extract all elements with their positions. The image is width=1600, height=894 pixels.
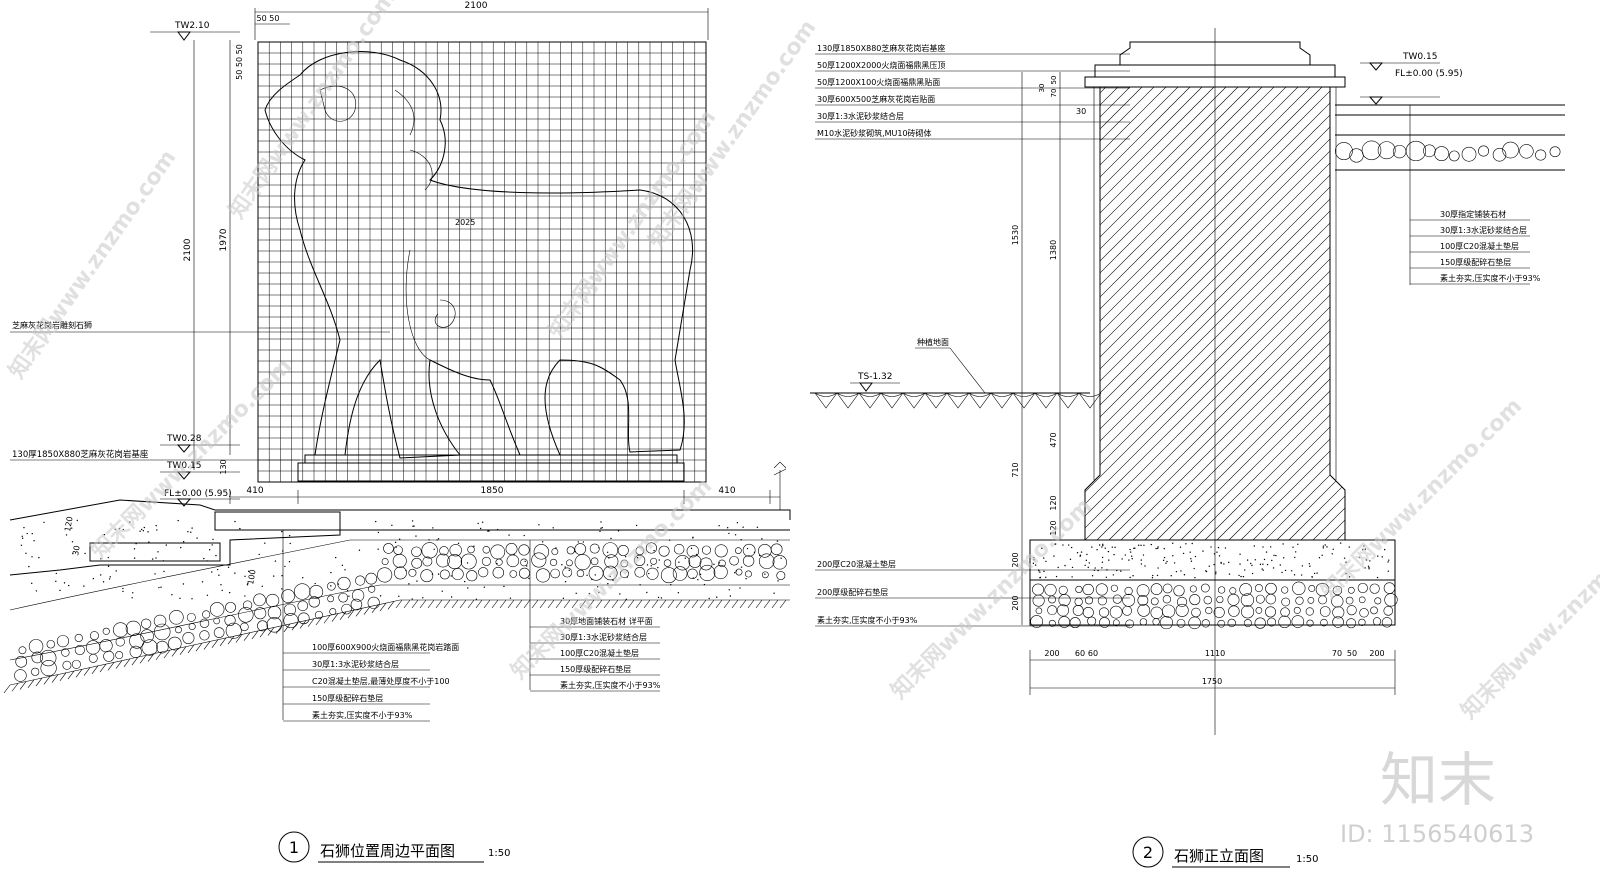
- concrete-specks-right: [1032, 542, 1390, 579]
- title-2: 2 石狮正立面图 1:50: [1132, 836, 1318, 868]
- planting-ground-hatch: [814, 392, 1102, 409]
- dim-v-200b: 200: [1011, 595, 1020, 610]
- label-planting: 种植地面: [917, 337, 949, 347]
- right-elevation-drawing: 130厚1850X880芝麻灰花岗岩基座 50厚1200X2000火烧面福鼎黑压顶…: [810, 28, 1565, 735]
- level-fl-left: FL±0.00 (5.95): [164, 489, 232, 499]
- dim-b-410-right: 410: [718, 486, 735, 496]
- dim-b-1750: 1750: [1202, 677, 1222, 686]
- dim-v-50: 50: [1050, 76, 1058, 85]
- note-notes-right-bottom-1: 200厚级配碎石垫层: [817, 587, 888, 597]
- watermark-text: 知末网www.znzmo.com: [1316, 393, 1527, 604]
- note-notes-right-top-4: 30厚1:3水泥砂浆结合层: [817, 111, 904, 121]
- note-notes-right-side-0: 30厚指定铺装石材: [1440, 209, 1506, 219]
- label-base: 130厚1850X880芝麻灰花岗岩基座: [12, 449, 149, 460]
- level-fl-right: FL±0.00 (5.95): [1395, 69, 1463, 79]
- level-tw028: TW0.28: [166, 434, 202, 444]
- note-notes-left-b-4: 素土夯实,压实度不小于93%: [560, 680, 661, 690]
- dim-b-50: 50: [1347, 649, 1357, 658]
- gravel-layer-right-top: [1334, 140, 1561, 163]
- notes-left-b: 30厚地面铺装石材 详平面 30厚1:3水泥砂浆结合层 100厚C20混凝土垫层 15…: [530, 616, 661, 692]
- dim-v-710: 710: [1011, 462, 1020, 477]
- dim-v-120a: 120: [1049, 495, 1058, 510]
- brand-logo: 知末: [1380, 746, 1496, 814]
- level-tw210: TW2.10: [174, 21, 210, 31]
- watermark-text: 知末网www.znzmo.com: [644, 15, 822, 253]
- note-notes-right-side-4: 素土夯实,压实度不小于93%: [1440, 273, 1541, 283]
- dim-h-30: 30: [1076, 107, 1086, 116]
- title-1-scale: 1:50: [488, 848, 510, 859]
- title-1: 1 石狮位置周边平面图 1:50: [278, 831, 510, 863]
- note-notes-right-side-2: 100厚C20混凝土垫层: [1440, 241, 1519, 251]
- watermark-text: 知末网www.znzmo.com: [4, 145, 182, 383]
- note-notes-left-a-1: 30厚1:3水泥砂浆结合层: [312, 659, 399, 669]
- earth-hatch-left: [3, 599, 787, 694]
- title-2-text: 石狮正立面图: [1174, 847, 1264, 865]
- note-notes-right-bottom-2: 素土夯实,压实度不小于93%: [817, 615, 918, 625]
- note-notes-right-side-1: 30厚1:3水泥砂浆结合层: [1440, 225, 1527, 235]
- brand-id: ID: 1156540613: [1340, 820, 1534, 848]
- dim-v-470: 470: [1049, 432, 1058, 447]
- dim-b-70: 70: [1332, 649, 1342, 658]
- dim-v-1530: 1530: [1011, 225, 1020, 245]
- note-notes-right-top-2: 50厚1200X100火烧面福鼎黑贴面: [817, 77, 940, 87]
- gravel-layer-right: [1030, 581, 1398, 630]
- dim-v-1380: 1380: [1049, 240, 1058, 260]
- dim-s-30: 30: [71, 545, 82, 557]
- dim-s-100: 100: [246, 569, 258, 586]
- dim-s-120: 120: [63, 516, 75, 533]
- note-notes-left-a-3: 150厚级配碎石垫层: [312, 693, 383, 703]
- note-notes-right-top-0: 130厚1850X880芝麻灰花岗岩基座: [817, 43, 945, 53]
- note-notes-right-top-3: 30厚600X500芝麻灰花岗岩贴面: [817, 94, 935, 104]
- dim-top-2100: 2100: [465, 1, 488, 11]
- dim-inner-2025: 2025: [455, 218, 475, 227]
- dim-b-1110: 1110: [1205, 649, 1225, 658]
- notes-right-top: 130厚1850X880芝麻灰花岗岩基座 50厚1200X2000火烧面福鼎黑压顶…: [815, 43, 1130, 140]
- notes-right-side: 30厚指定铺装石材 30厚1:3水泥砂浆结合层 100厚C20混凝土垫层 150厚级配…: [1410, 209, 1541, 285]
- watermark-text: 知末网www.znzmo.com: [1456, 513, 1600, 724]
- note-notes-left-a-4: 素土夯实,压实度不小于93%: [312, 710, 413, 720]
- level-tw015-right: TW0.15: [1402, 52, 1437, 62]
- dim-b-200-left: 200: [1044, 649, 1059, 658]
- dim-b-60a: 60: [1075, 649, 1085, 658]
- dim-h-130: 130: [219, 459, 228, 474]
- level-tw015: TW0.15: [166, 461, 201, 471]
- dim-b-60b: 60: [1088, 649, 1098, 658]
- dim-b-1850: 1850: [481, 486, 504, 496]
- watermark-text: 知末网www.znzmo.com: [224, 0, 402, 223]
- notes-left-a: 100厚600X900火烧面福鼎黑花岗岩踏面 30厚1:3水泥砂浆结合层 C20混凝…: [283, 642, 459, 722]
- note-notes-right-top-5: M10水泥砂浆砌筑,MU10砖砌体: [817, 128, 932, 138]
- lion-grid-pattern: [257, 41, 706, 483]
- title-1-text: 石狮位置周边平面图: [320, 842, 455, 860]
- gravel-layer-left: [14, 542, 787, 682]
- note-notes-right-side-3: 150厚级配碎石垫层: [1440, 257, 1511, 267]
- dim-b-200-right: 200: [1369, 649, 1384, 658]
- dim-v-30: 30: [1038, 84, 1046, 93]
- title-2-scale: 1:50: [1296, 854, 1318, 865]
- note-notes-left-b-1: 30厚1:3水泥砂浆结合层: [560, 632, 647, 642]
- dim-v-200a: 200: [1011, 552, 1020, 567]
- note-notes-left-a-2: C20混凝土垫层,最薄处厚度不小于100: [312, 676, 450, 686]
- title-2-number: 2: [1143, 843, 1153, 862]
- title-1-number: 1: [289, 838, 299, 857]
- label-lion: 芝麻灰花岗岩雕刻石狮: [12, 320, 92, 330]
- dim-b-410-left: 410: [246, 486, 263, 496]
- dim-50-50: 50 50: [257, 14, 280, 23]
- watermark-text: 知末网www.znzmo.com: [886, 493, 1097, 704]
- level-ts: TS-1.32: [857, 372, 893, 382]
- note-notes-left-b-2: 100厚C20混凝土垫层: [560, 648, 639, 658]
- left-section-drawing: 2100 50 50 TW2.10 2100 1970 50 50 50 130…: [3, 1, 791, 722]
- note-notes-left-b-3: 150厚级配碎石垫层: [560, 664, 631, 674]
- note-notes-left-a-0: 100厚600X900火烧面福鼎黑花岗岩踏面: [312, 642, 459, 652]
- note-notes-right-top-1: 50厚1200X2000火烧面福鼎黑压顶: [817, 60, 945, 70]
- dim-50-50-50: 50 50 50: [235, 44, 244, 80]
- dim-h-2100: 2100: [183, 238, 193, 261]
- note-notes-right-bottom-0: 200厚C20混凝土垫层: [817, 559, 896, 569]
- note-notes-left-b-0: 30厚地面铺装石材 详平面: [560, 616, 653, 626]
- dim-h-1970: 1970: [219, 228, 229, 251]
- dim-v-70: 70: [1050, 89, 1058, 98]
- dim-v-120b: 120: [1049, 520, 1058, 535]
- concrete-specks-left: [20, 519, 782, 601]
